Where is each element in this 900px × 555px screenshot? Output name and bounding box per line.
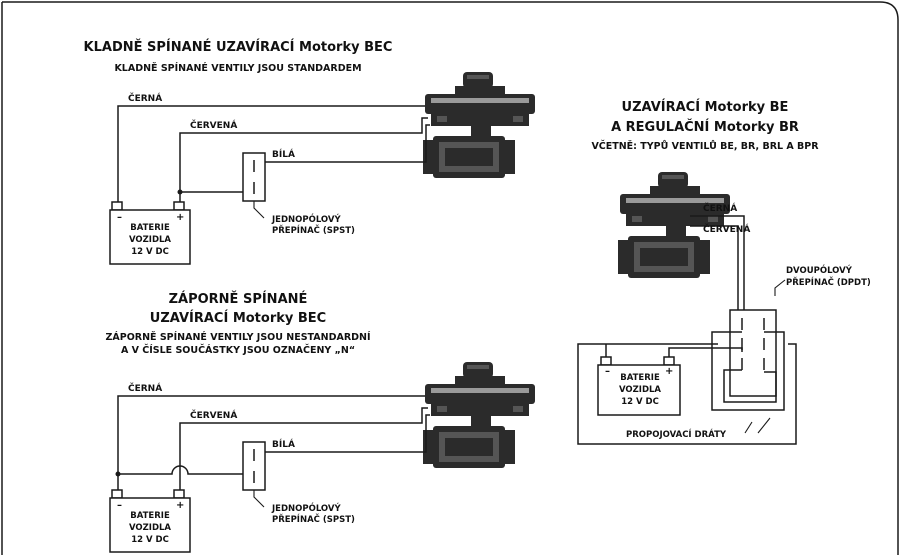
wire-red [690,225,739,316]
wire-red-label: ČERVENÁ [190,119,237,131]
bottom-left-title-2: UZAVÍRACÍ Motorky BEC [150,310,326,326]
wire-black-label: ČERNÁ [128,92,162,104]
valve-actuator-icon [423,362,535,468]
wire-black [117,395,425,490]
wire-black [117,105,425,202]
wire-white [265,124,430,163]
wire-white-label: BÍLÁ [272,148,295,160]
switch-label-line1: JEDNOPÓLOVÝ [271,502,342,514]
top-left-title: KLADNĚ SPÍNANÉ UZAVÍRACÍ Motorky BEC [84,39,393,55]
dpdt-pointer [774,279,786,296]
battery-icon [597,356,681,416]
jumper-wire [723,369,777,403]
battery-label-1: BATERIE [130,223,170,233]
dpdt-switch-icon [729,309,777,397]
battery-icon [109,201,191,265]
battery-label-2: VOZIDLA [129,523,171,533]
battery-minus: – [605,366,610,377]
wire-black-label: ČERNÁ [128,382,162,394]
wire-junction [115,471,121,477]
switch-label-line2: PŘEPÍNAČ (SPST) [272,224,355,236]
wire-red-label: ČERVENÁ [190,409,237,421]
jumper-wire [711,331,785,411]
wire-red [179,407,428,490]
battery-label-2: VOZIDLA [619,385,661,395]
wire-red-label: ČERVENÁ [703,223,750,235]
battery-icon [109,489,191,553]
battery-minus: – [117,212,122,223]
battery-plus: + [665,366,673,377]
top-left-subtitle: KLADNĚ SPÍNANÉ VENTILY JSOU STANDARDEM [114,62,361,74]
switch-label-line2: PŘEPÍNAČ (SPST) [272,513,355,525]
battery-label-3: 12 V DC [131,247,169,257]
spst-switch-icon [242,441,266,491]
wire-white [265,414,430,453]
battery-minus: – [117,500,122,511]
battery-label-3: 12 V DC [131,535,169,545]
wire-white-label: BÍLÁ [272,438,295,450]
switch-pointer [253,201,265,219]
battery-label-1: BATERIE [130,511,170,521]
battery-label-1: BATERIE [620,373,660,383]
wire-black [690,215,745,316]
circuit-loop [577,343,797,445]
spst-switch-icon [242,152,266,202]
dpdt-label-line1: DVOUPÓLOVÝ [786,264,853,276]
battery-plus: + [176,212,184,223]
switch-label-line1: JEDNOPÓLOVÝ [271,213,342,225]
jumpers-label: PROPOJOVACÍ DRÁTY [626,428,727,440]
wire-ground [118,465,265,475]
battery-label-2: VOZIDLA [129,235,171,245]
bottom-left-subtitle-1: ZÁPORNĚ SPÍNANÉ VENTILY JSOU NESTANDARDN… [105,331,370,343]
right-subtitle: VČETNĚ: TYPŮ VENTILŮ BE, BR, BRL A BPR [591,140,819,152]
battery-label-3: 12 V DC [621,397,659,407]
battery-plus: + [176,500,184,511]
dpdt-label-line2: PŘEPÍNAČ (DPDT) [786,276,871,288]
bottom-left-title-1: ZÁPORNĚ SPÍNANÉ [169,291,308,307]
switch-pointer [253,490,265,508]
right-title-1: UZAVÍRACÍ Motorky BE [622,99,789,115]
wire-black-label: ČERNÁ [703,202,737,214]
battery-lead [668,347,743,357]
bottom-left-subtitle-2: A V ČÍSLE SOUČÁSTKY JSOU OZNAČENY „N“ [121,344,355,356]
right-title-2: A REGULAČNÍ Motorky BR [611,119,799,135]
wire-junction [177,189,183,195]
jumpers-pointer [744,417,771,434]
wire-red [179,117,428,202]
valve-actuator-icon [423,72,535,178]
